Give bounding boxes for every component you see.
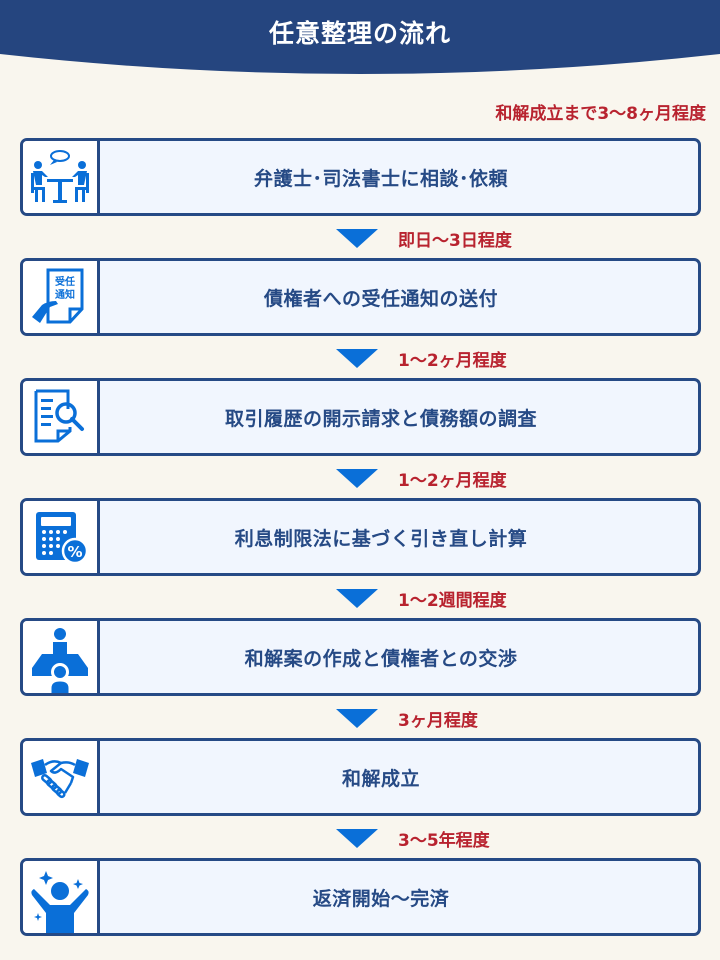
step-label: 和解成立 [341,767,420,790]
step-notice: 受任 通知 債権者への受任通知の送付 [20,258,701,336]
duration-label: 1〜2ヶ月程度 [398,470,507,491]
connector: 3〜5年程度 [336,826,490,851]
step-label: 取引履歴の開示請求と債務額の調査 [224,407,537,430]
down-arrow-icon [336,588,378,608]
connector: 1〜2週間程度 [336,586,507,611]
duration-label: 3ヶ月程度 [398,710,478,731]
duration-label: 即日〜3日程度 [398,230,512,251]
connector: 即日〜3日程度 [336,226,512,251]
handshake-icon [23,741,100,813]
svg-text:通知: 通知 [55,288,75,301]
step-label: 弁護士･司法書士に相談･依頼 [253,167,508,190]
step-label: 利息制限法に基づく引き直し計算 [234,527,528,550]
step-settlement: 和解成立 [20,738,701,816]
duration-label: 3〜5年程度 [398,830,490,851]
step-repayment: 返済開始〜完済 [20,858,701,936]
duration-label: 1〜2ヶ月程度 [398,350,507,371]
svg-text:%: % [67,543,82,561]
document-search-icon [23,381,100,453]
consultation-icon [23,141,100,213]
step-consultation: 弁護士･司法書士に相談･依頼 [20,138,701,216]
notice-document-icon: 受任 通知 [23,261,100,333]
step-negotiation: 和解案の作成と債権者との交渉 [20,618,701,696]
step-label: 和解案の作成と債権者との交渉 [244,647,518,670]
step-history-investigation: 取引履歴の開示請求と債務額の調査 [20,378,701,456]
down-arrow-icon [336,828,378,848]
header: 任意整理の流れ [0,0,720,80]
step-label: 返済開始〜完済 [312,887,450,910]
celebration-person-icon [23,861,100,933]
step-label: 債権者への受任通知の送付 [263,287,498,310]
calculator-percent-icon: % [23,501,100,573]
connector: 1〜2ヶ月程度 [336,346,507,371]
down-arrow-icon [336,348,378,368]
connector: 3ヶ月程度 [336,706,478,731]
step-recalculation: % 利息制限法に基づく引き直し計算 [20,498,701,576]
connector: 1〜2ヶ月程度 [336,466,507,491]
page-title: 任意整理の流れ [268,19,451,48]
down-arrow-icon [336,468,378,488]
down-arrow-icon [336,708,378,728]
svg-text:受任: 受任 [55,275,75,288]
duration-label: 1〜2週間程度 [398,590,507,611]
total-duration: 和解成立まで3〜8ヶ月程度 [495,104,706,124]
down-arrow-icon [336,228,378,248]
negotiation-icon [23,621,100,693]
header-background [0,0,720,74]
